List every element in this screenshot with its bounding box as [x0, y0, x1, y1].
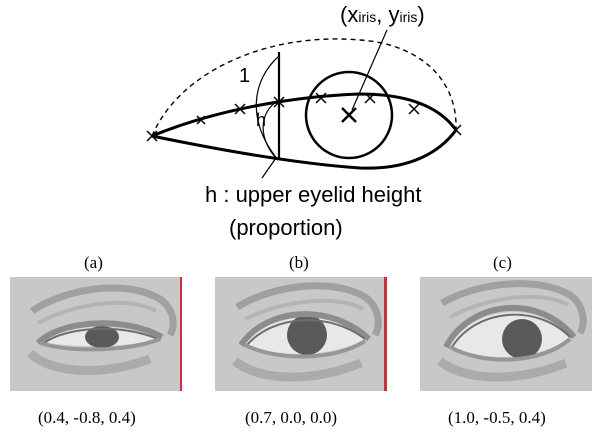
corner-marker-left [146, 130, 158, 142]
height-arc [262, 99, 280, 161]
height-label: h [256, 110, 266, 130]
height-label-pointer [261, 157, 277, 179]
control-point-marker [234, 103, 246, 115]
iris-circle [304, 70, 394, 160]
unit-arc [255, 55, 280, 161]
control-point-marker [408, 103, 420, 115]
iris-center-cross [341, 107, 357, 123]
control-point-marker [364, 92, 376, 104]
iris-coordinate-label: (xiris, yiris) [340, 2, 425, 27]
control-point-marker [315, 92, 327, 104]
upper-eyelid-curve [151, 92, 458, 138]
eye-schematic-diagram: (xiris, yiris) 1 h h : upper eyelid heig… [146, 2, 462, 240]
lower-eyelid-curve [151, 129, 458, 170]
panel-c-tag: (c) [493, 253, 512, 272]
caption-line-2: (proportion) [229, 215, 343, 240]
panel-a-eye-render [10, 277, 182, 391]
control-point-marker [196, 115, 206, 125]
panel-a-tag: (a) [84, 253, 103, 272]
panel-c-eye-render [420, 277, 592, 391]
corner-marker-right [450, 124, 462, 136]
panel-c-params: (1.0, -0.5, 0.4) [448, 408, 546, 427]
max-eyelid-dashed-curve [151, 38, 457, 137]
panel-a-params: (0.4, -0.8, 0.4) [38, 408, 136, 427]
caption-line-1: h : upper eyelid height [205, 182, 422, 207]
iris-pointer-line [351, 29, 388, 111]
panel-b-tag: (b) [289, 253, 309, 272]
eyelid-control-points [146, 92, 462, 142]
control-point-marker [273, 96, 285, 108]
panel-b-params: (0.7, 0.0, 0.0) [245, 408, 338, 427]
unit-label: 1 [239, 65, 250, 87]
panel-b-eye-render [215, 277, 387, 391]
